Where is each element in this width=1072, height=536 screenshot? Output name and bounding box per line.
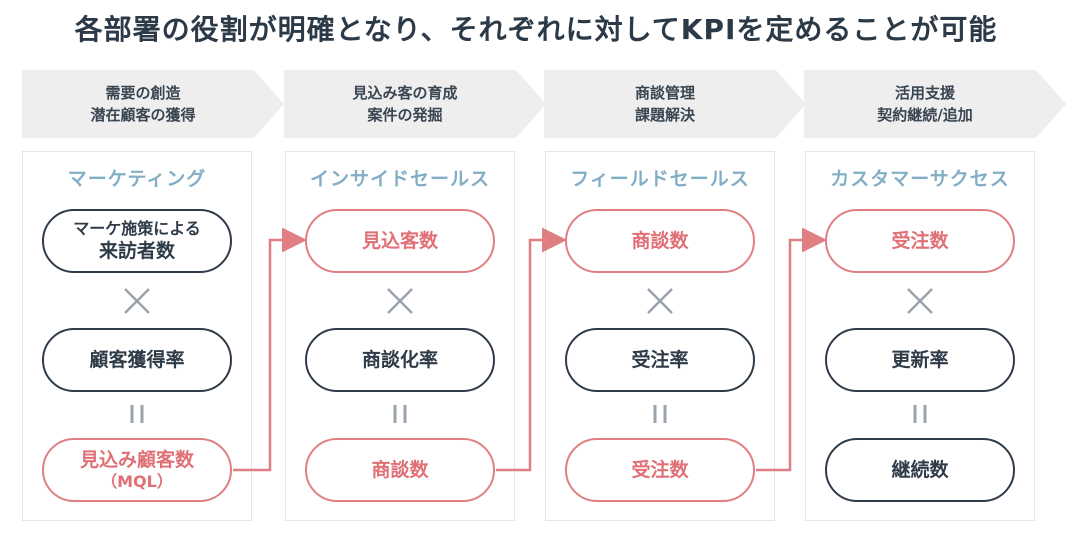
kpi-visitors-line1: マーケ施策による	[73, 219, 201, 238]
stage-chevron-3: 商談管理 課題解決	[544, 70, 806, 138]
column-title-customer-success: カスタマーサクセス	[830, 168, 1010, 190]
kpi-win-rate-label: 受注率	[631, 349, 689, 371]
equals-icon	[913, 405, 927, 423]
equals-icon	[130, 405, 144, 423]
arrow-right-icon	[496, 227, 567, 472]
equals-icon	[653, 405, 667, 423]
kpi-orders-pill: 受注数	[565, 438, 755, 502]
stage-4-line2: 契約継続/追加	[877, 106, 973, 124]
page-title: 各部署の役割が明確となり、それぞれに対してKPIを定めることが可能	[74, 13, 998, 46]
kpi-visitors-pill: マーケ施策による 来訪者数	[42, 209, 232, 273]
kpi-mql-pill: 見込み顧客数 （MQL）	[42, 438, 232, 502]
kpi-retention-pill: 継続数	[825, 438, 1015, 502]
kpi-win-rate-pill: 受注率	[565, 328, 755, 392]
kpi-cs-orders-pill: 受注数	[825, 209, 1015, 273]
stage-chevron-1: 需要の創造 潜在顧客の獲得	[22, 70, 284, 138]
arrow-right-icon	[756, 227, 827, 472]
kpi-leads-label: 見込客数	[361, 230, 438, 252]
kpi-visitors-line2: 来訪者数	[98, 240, 175, 262]
stage-4-line1: 活用支援	[894, 84, 955, 102]
column-customer-success: カスタマーサクセス 受注数 更新率 継続数	[805, 151, 1035, 521]
kpi-renewal-rate-pill: 更新率	[825, 328, 1015, 392]
stage-2-line2: 案件の発掘	[367, 106, 443, 124]
times-icon	[907, 288, 933, 314]
times-icon	[647, 288, 673, 314]
kpi-mql-line2: （MQL）	[101, 472, 173, 491]
kpi-deal-conversion-pill: 商談化率	[305, 328, 495, 392]
kpi-leads-pill: 見込客数	[305, 209, 495, 273]
equals-icon	[393, 405, 407, 423]
column-marketing: マーケティング マーケ施策による 来訪者数 顧客獲得率 見込み顧客数 （MQL）	[22, 151, 252, 521]
kpi-retention-label: 継続数	[891, 459, 949, 481]
kpi-field-deals-label: 商談数	[631, 230, 689, 252]
stage-1-line2: 潜在顧客の獲得	[90, 106, 196, 124]
stage-2-line1: 見込み客の育成	[352, 84, 458, 102]
column-title-marketing: マーケティング	[67, 168, 207, 190]
kpi-deals-label: 商談数	[371, 459, 429, 481]
kpi-acquisition-rate-pill: 顧客獲得率	[42, 328, 232, 392]
column-inside-sales: インサイドセールス 見込客数 商談化率 商談数	[285, 151, 515, 521]
stage-1-line1: 需要の創造	[105, 84, 181, 102]
kpi-mql-line1: 見込み顧客数	[79, 449, 194, 471]
times-icon	[387, 288, 413, 314]
stage-3-line1: 商談管理	[634, 84, 695, 102]
kpi-cs-orders-label: 受注数	[891, 230, 949, 252]
kpi-acquisition-rate-label: 顧客獲得率	[89, 349, 185, 371]
kpi-deal-conversion-label: 商談化率	[361, 349, 438, 371]
kpi-deals-pill: 商談数	[305, 438, 495, 502]
stage-chevron-4: 活用支援 契約継続/追加	[804, 70, 1066, 138]
kpi-field-deals-pill: 商談数	[565, 209, 755, 273]
column-field-sales: フィールドセールス 商談数 受注率 受注数	[545, 151, 775, 521]
kpi-renewal-rate-label: 更新率	[891, 349, 949, 371]
stage-3-line2: 課題解決	[634, 106, 695, 124]
arrow-right-icon	[233, 227, 307, 472]
times-icon	[124, 288, 150, 314]
column-title-field-sales: フィールドセールス	[570, 168, 750, 190]
stage-chevron-2: 見込み客の育成 案件の発掘	[284, 70, 546, 138]
kpi-orders-label: 受注数	[631, 459, 689, 481]
column-title-inside-sales: インサイドセールス	[309, 168, 490, 190]
